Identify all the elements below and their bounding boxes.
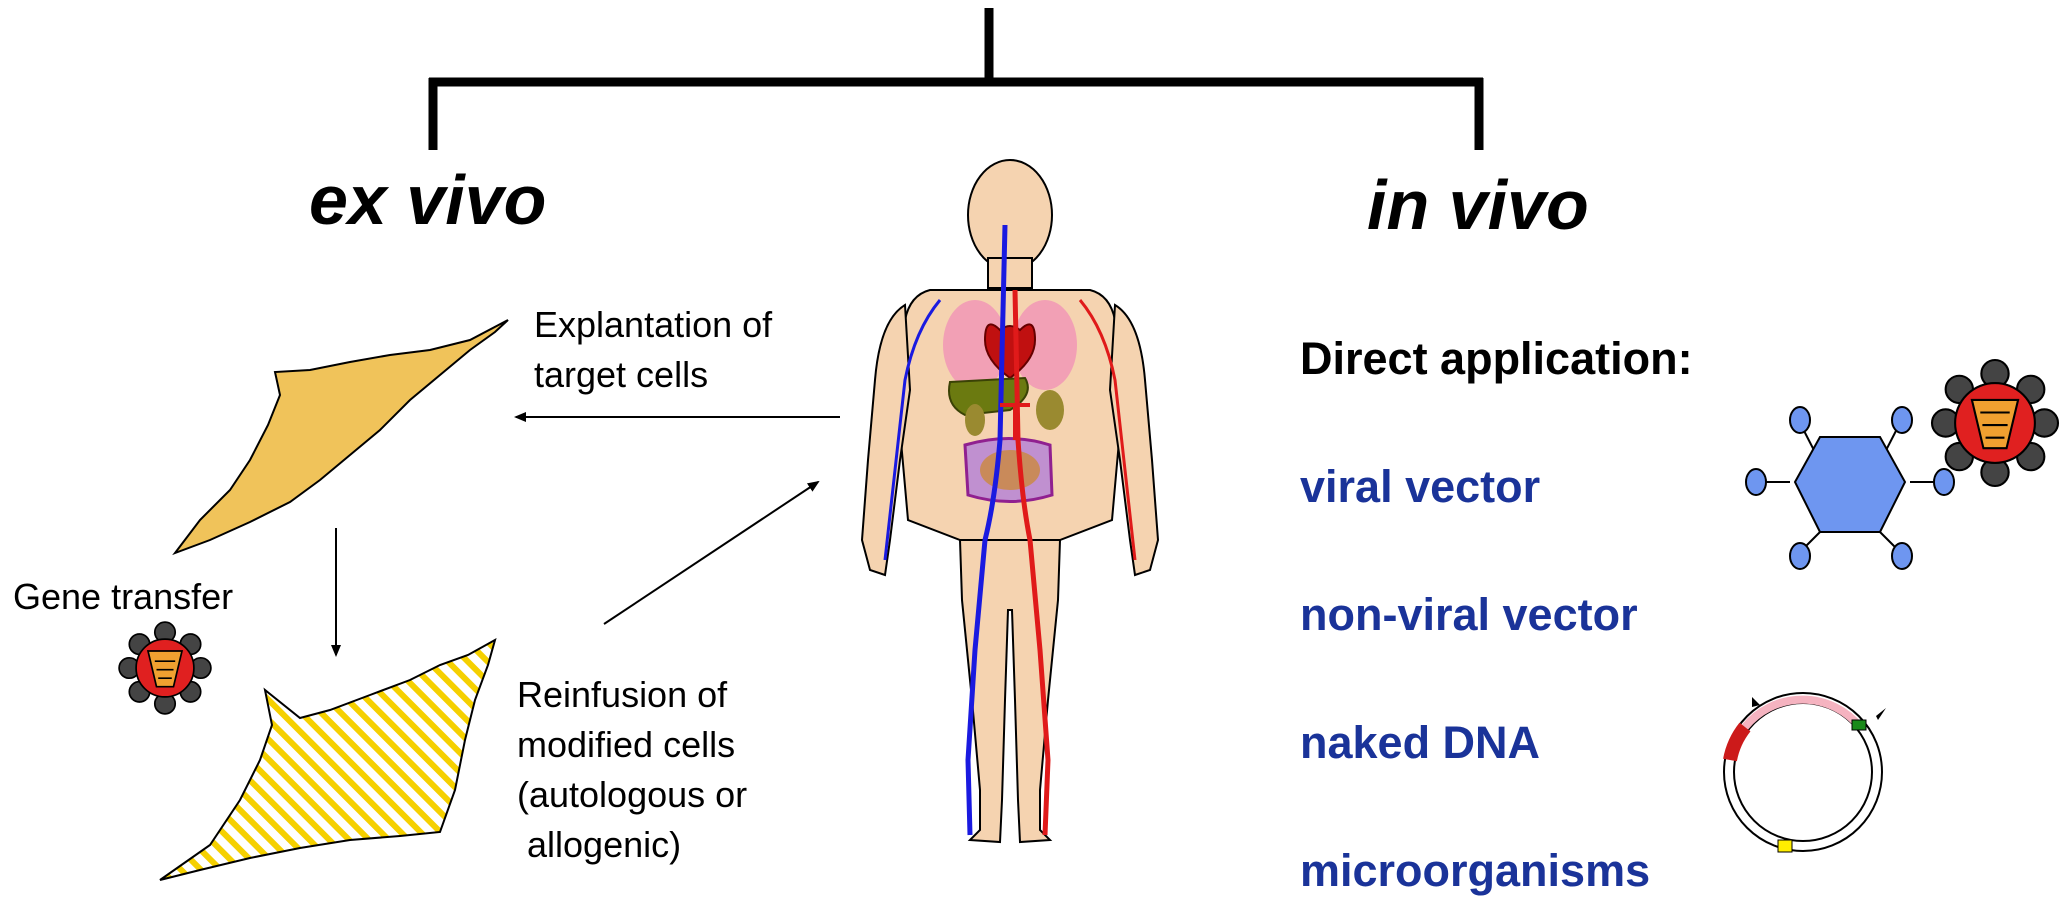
method-microorganisms: microorganisms [1300, 845, 1650, 897]
human-body-illustration [862, 160, 1158, 842]
reinfusion-label-line4: allogenic) [517, 823, 681, 866]
heading-ex-vivo: ex vivo [309, 160, 546, 240]
hexagon-vector-icon [1746, 407, 1954, 569]
reinfusion-arrow [604, 482, 818, 624]
reinfusion-label-line1: Reinfusion of [517, 673, 727, 716]
viral-vector-virus-icon [1932, 360, 2058, 486]
explantation-label-line1: Explantation of [534, 303, 772, 346]
virus-icon [119, 622, 211, 714]
gene-transfer-label: Gene transfer [13, 575, 233, 618]
plasmid-icon [1729, 697, 1886, 852]
method-non-viral-vector: non-viral vector [1300, 589, 1638, 641]
target-cell-shape [175, 320, 508, 553]
explantation-label-line2: target cells [534, 353, 708, 396]
top-bracket [429, 8, 1483, 150]
modified-cell-shape [160, 640, 495, 880]
heading-in-vivo: in vivo [1367, 165, 1589, 245]
method-naked-dna: naked DNA [1300, 717, 1540, 769]
reinfusion-label-line2: modified cells [517, 723, 735, 766]
reinfusion-label-line3: (autologous or [517, 773, 747, 816]
direct-application-label: Direct application: [1300, 333, 1693, 385]
method-viral-vector: viral vector [1300, 461, 1540, 513]
